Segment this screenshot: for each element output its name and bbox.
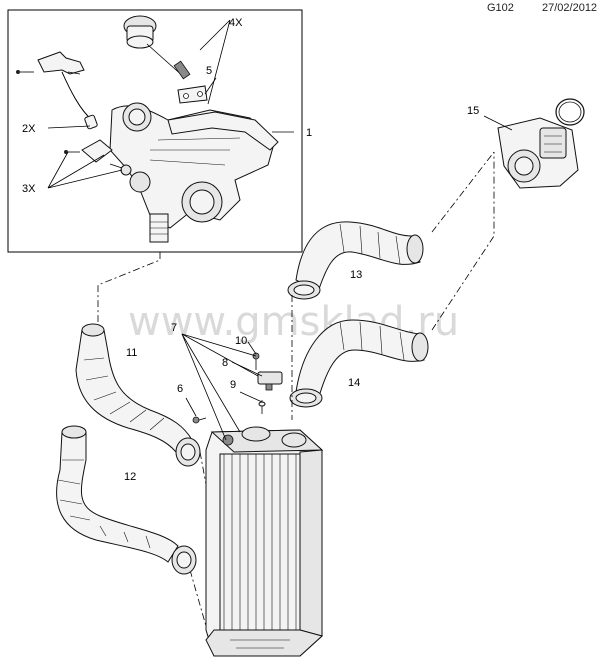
callout-4x: 4X [229, 17, 243, 29]
callout-8: 8 [222, 357, 228, 369]
intercooler [205, 426, 324, 657]
clip-6 [192, 416, 207, 424]
callout-13: 13 [350, 269, 362, 281]
callout-1: 1 [306, 127, 312, 139]
callout-10: 10 [235, 335, 247, 347]
throttle-body [497, 98, 585, 189]
callout-12: 12 [124, 471, 136, 483]
inset-frame [7, 9, 303, 253]
callout-5: 5 [206, 65, 212, 77]
diagram-date: 27/02/2012 [542, 2, 598, 14]
boost-pressure-sensor [257, 371, 283, 391]
callout-15: 15 [467, 105, 479, 117]
turbocharger-assembly [16, 15, 279, 243]
hose-12 [56, 425, 197, 575]
callout-11: 11 [126, 347, 137, 359]
callout-6: 6 [177, 383, 183, 395]
callout-9: 9 [230, 379, 236, 391]
callout-7: 7 [171, 322, 177, 334]
seal-9 [258, 400, 266, 414]
callout-3x: 3X [22, 183, 36, 195]
callout-14: 14 [348, 377, 360, 389]
hose-11 [75, 323, 201, 467]
callout-2x: 2X [22, 123, 36, 135]
diagram-code: G102 [487, 2, 514, 14]
hose-13 [287, 221, 424, 300]
hose-14 [289, 319, 429, 408]
